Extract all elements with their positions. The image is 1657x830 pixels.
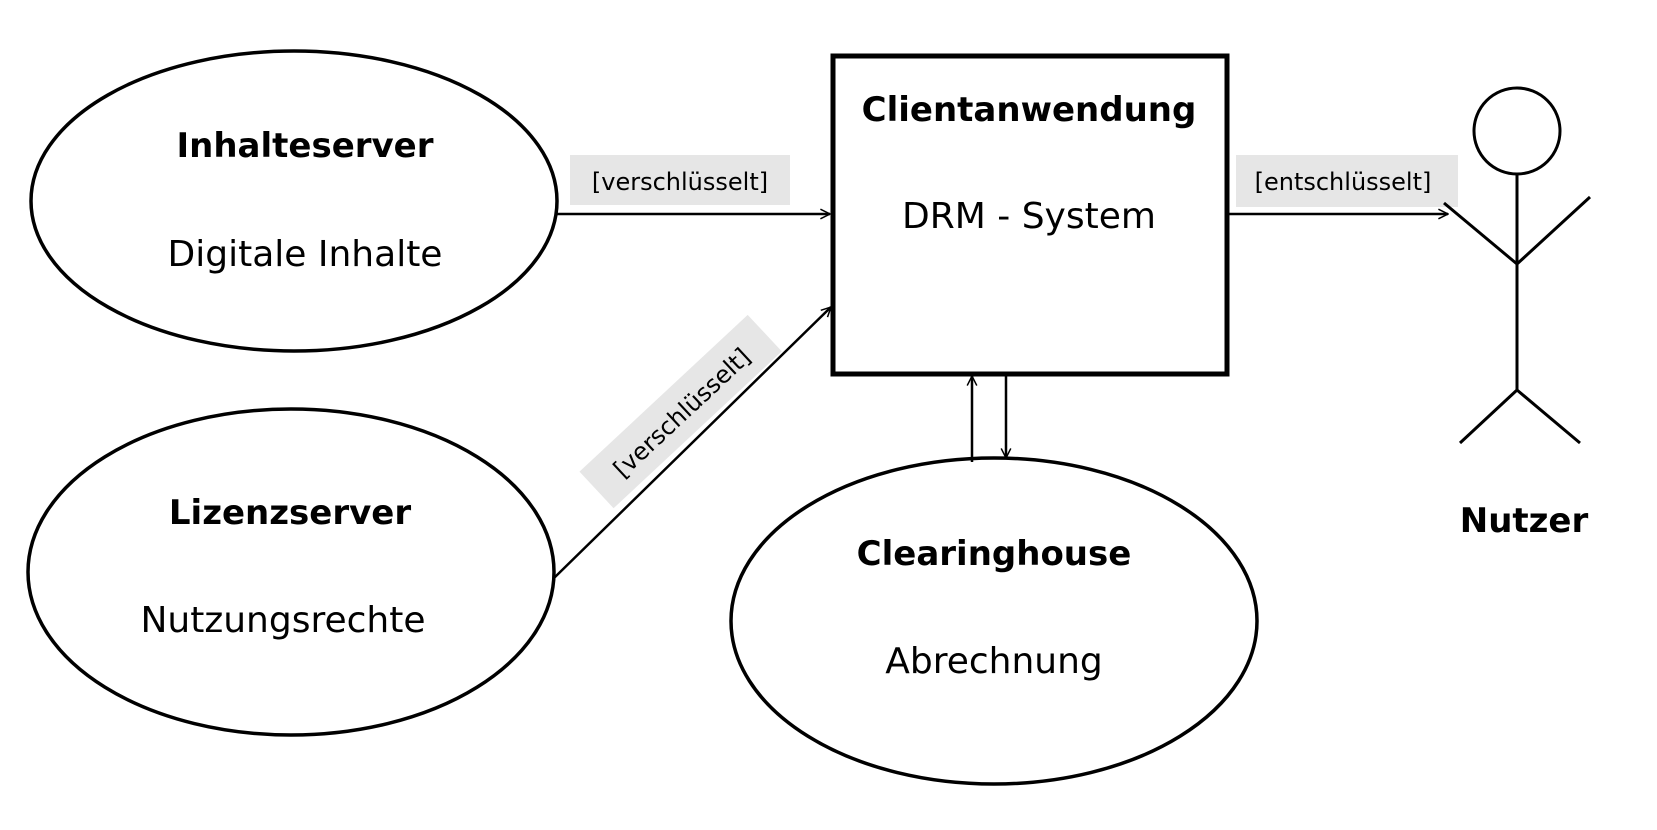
nutzer-left-leg xyxy=(1458,388,1519,445)
edge-client-clearinghouse xyxy=(972,373,1006,462)
edge-inhalte-label-bg xyxy=(570,155,790,205)
nutzer-left-arm xyxy=(1443,201,1518,266)
node-nutzer: Nutzer xyxy=(1443,86,1592,541)
clientanwendung-title: Clientanwendung xyxy=(862,90,1197,130)
clearinghouse-title: Clearinghouse xyxy=(857,534,1132,574)
lizenzserver-title: Lizenzserver xyxy=(169,493,411,533)
edge-lizenz-label-bg xyxy=(579,314,782,509)
clearinghouse-subtitle: Abrechnung xyxy=(885,641,1103,682)
lizenzserver-ellipse xyxy=(26,407,556,737)
lizenzserver-subtitle: Nutzungsrechte xyxy=(140,600,425,641)
clientanwendung-box xyxy=(830,53,1230,377)
clientanwendung-subtitle: DRM - System xyxy=(902,196,1156,237)
node-inhalteserver: Inhalteserver Digitale Inhalte xyxy=(29,49,559,353)
user-stick-figure-icon xyxy=(1443,86,1592,445)
edge-inhalte-label: [verschlüsselt] xyxy=(592,168,768,196)
node-clearinghouse: Clearinghouse Abrechnung xyxy=(729,456,1259,786)
nutzer-right-leg xyxy=(1516,388,1581,445)
nutzer-right-arm xyxy=(1515,195,1592,266)
inhalteserver-title: Inhalteserver xyxy=(176,126,433,166)
edge-client-to-nutzer: [entschlüsselt] xyxy=(1229,155,1458,214)
edge-lizenz-label: [verschlüsselt] xyxy=(608,343,756,484)
edge-nutzer-label-bg xyxy=(1236,155,1458,207)
clearinghouse-ellipse xyxy=(729,456,1259,786)
nutzer-head xyxy=(1472,86,1562,176)
inhalteserver-ellipse xyxy=(29,49,559,353)
edge-inhalte-to-client: [verschlüsselt] xyxy=(557,155,830,214)
edge-lizenz-arrow xyxy=(553,307,831,579)
node-clientanwendung: Clientanwendung DRM - System xyxy=(830,53,1230,377)
edge-nutzer-label: [entschlüsselt] xyxy=(1255,168,1432,196)
nutzer-title: Nutzer xyxy=(1460,501,1589,541)
node-lizenzserver: Lizenzserver Nutzungsrechte xyxy=(26,407,556,737)
inhalteserver-subtitle: Digitale Inhalte xyxy=(168,234,443,275)
